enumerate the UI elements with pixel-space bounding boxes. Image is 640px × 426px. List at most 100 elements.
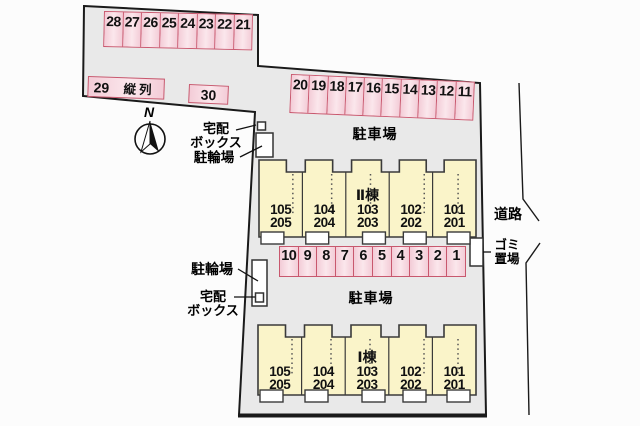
delivery-box-label-upper-line1: 宅配 — [202, 121, 229, 136]
parking-stall-21: 21 — [233, 14, 252, 50]
delivery-box-label-lower-line2: ボックス — [187, 303, 239, 319]
parking-stall-10: 10 — [280, 247, 299, 276]
parking-stall-6: 6 — [354, 247, 373, 276]
parking-stall-24: 24 — [178, 13, 198, 49]
parking-stall-8: 8 — [317, 247, 336, 276]
unit-number-lower: 202 — [400, 215, 422, 230]
garbage-area-label: ゴミ 置場 — [492, 238, 522, 266]
parking-stall-4: 4 — [391, 247, 411, 276]
building-1-entrance — [259, 389, 284, 403]
building-2-name: Ⅱ棟 — [355, 187, 380, 203]
parking-stall-25: 25 — [159, 13, 179, 48]
parking-lot-label-upper: 駐車場 — [352, 126, 398, 142]
building-1-entrance — [304, 389, 329, 403]
parking-stall-18: 18 — [326, 76, 347, 115]
road-edge-upper — [518, 82, 540, 222]
delivery-leader-upper — [235, 124, 257, 131]
bicycle-leader-lower — [237, 268, 259, 282]
parking-stall-12: 12 — [436, 81, 457, 119]
buildings-layer — [257, 159, 477, 403]
unit-number-upper: 102 — [400, 364, 422, 379]
building-1-entrance — [361, 389, 386, 403]
unit-number-lower: 204 — [313, 215, 336, 230]
unit-number-lower: 201 — [443, 215, 466, 230]
parking-stall-14: 14 — [400, 79, 420, 118]
tandem-label: 縦列 — [123, 82, 155, 98]
garbage-area-label-line1: ゴミ — [494, 238, 520, 252]
parking-stall-23: 23 — [196, 14, 216, 49]
parking-stall-11: 11 — [454, 81, 474, 120]
building-2-outline — [258, 159, 477, 238]
unit-number-upper: 105 — [269, 364, 291, 379]
delivery-box-label-upper: 宅配 ボックス — [184, 121, 248, 151]
parking-stall-7: 7 — [335, 247, 355, 276]
unit-number-lower: 205 — [270, 215, 292, 230]
parking-stall-16: 16 — [363, 78, 384, 116]
parking-stall-5: 5 — [372, 247, 392, 276]
unit-number-upper: 104 — [312, 364, 335, 379]
parking-stall-19: 19 — [308, 75, 329, 114]
unit-number-lower: 203 — [356, 377, 378, 392]
road-label: 道路 — [494, 206, 522, 222]
bicycle-parking-label-upper: 駐輪場 — [193, 150, 235, 165]
unit-number-lower: 202 — [400, 377, 422, 392]
parking-stall-22: 22 — [215, 14, 235, 49]
building-1-name: Ⅰ棟 — [357, 349, 377, 365]
bicycle-parking-label-lower: 駐輪場 — [191, 261, 233, 277]
north-compass-icon — [134, 120, 166, 155]
parking-stall-30-number: 30 — [200, 86, 217, 103]
parking-stall-2: 2 — [428, 247, 448, 276]
parking-stall-9: 9 — [298, 247, 318, 276]
delivery-box-label-lower-line1: 宅配 — [199, 289, 226, 304]
parking-stall-3: 3 — [410, 247, 429, 276]
unit-number-upper: 103 — [356, 202, 379, 217]
unit-number-upper: 101 — [443, 202, 466, 217]
parking-stall-29: 29 縦列 — [87, 76, 165, 100]
parking-stall-17: 17 — [345, 77, 366, 116]
unit-number-upper: 104 — [313, 202, 336, 217]
delivery-box-label-lower: 宅配 ボックス — [182, 289, 244, 319]
bicycle-leader-upper — [239, 145, 263, 158]
delivery-box-upper — [256, 121, 267, 131]
building-2-entrance — [446, 231, 471, 245]
parking-stall-28: 28 — [104, 12, 124, 47]
unit-number-upper: 101 — [443, 364, 466, 379]
unit-number-lower: 204 — [312, 377, 335, 392]
parking-stall-30: 30 — [188, 84, 229, 105]
building-2-entrance — [361, 231, 387, 245]
parking-stall-29-number: 29 — [93, 78, 110, 96]
north-label: N — [143, 104, 155, 120]
building-2-entrance — [305, 231, 330, 245]
building-2-entrance — [260, 231, 285, 245]
parking-stall-1: 1 — [447, 247, 465, 276]
unit-number-upper: 103 — [356, 364, 378, 379]
garbage-area-label-line2: 置場 — [494, 251, 520, 266]
building-1-entrance — [446, 389, 471, 403]
delivery-box-label-upper-line2: ボックス — [190, 135, 242, 151]
parking-stall-15: 15 — [381, 78, 402, 117]
road-edge-lower — [525, 242, 541, 416]
building-2-entrance — [402, 231, 427, 245]
unit-number-lower: 201 — [443, 377, 466, 392]
building-1-outline — [257, 324, 477, 396]
garbage-area-box — [469, 237, 484, 267]
parking-stall-13: 13 — [418, 80, 439, 119]
parking-lot-label-lower: 駐車場 — [348, 290, 394, 306]
building-1-entrance — [402, 389, 427, 403]
unit-number-lower: 203 — [356, 215, 379, 230]
parking-stall-27: 27 — [122, 12, 142, 47]
delivery-box-lower — [254, 292, 265, 303]
